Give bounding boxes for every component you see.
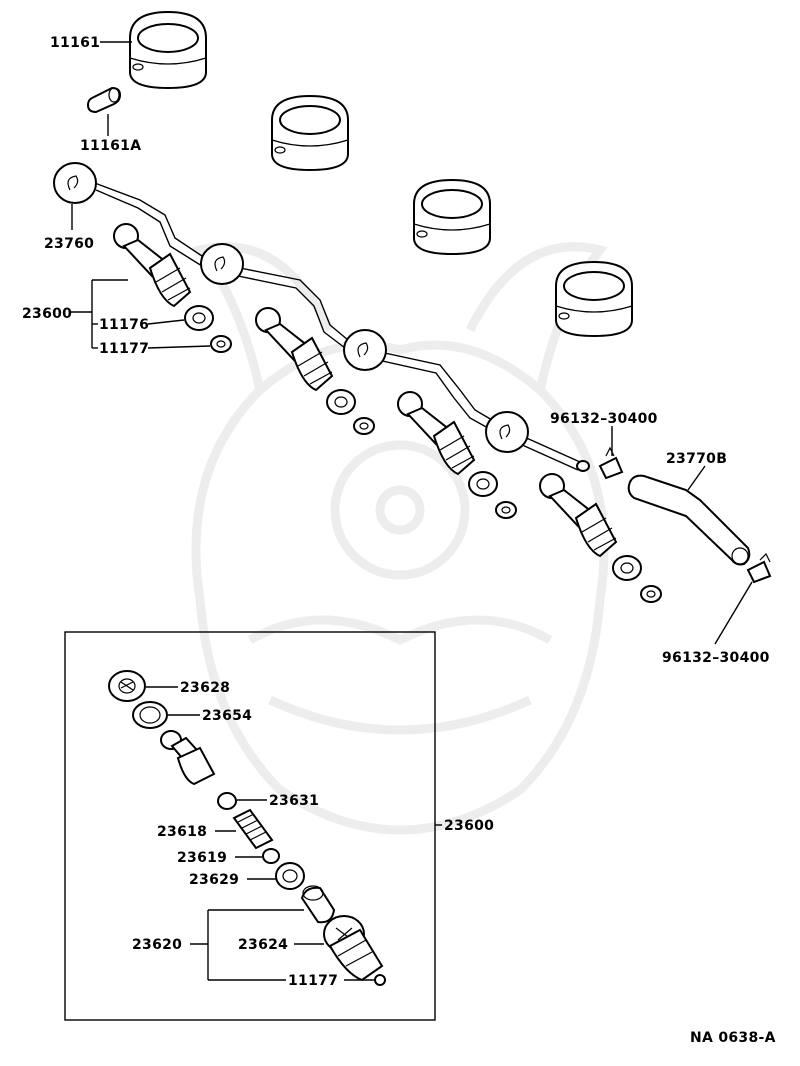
gasket-23654 <box>132 701 168 729</box>
label-23624: 23624 <box>238 937 288 953</box>
label-23760: 23760 <box>44 236 94 252</box>
nozzle-holder-cap-1 <box>129 10 207 90</box>
exploded-view-frame <box>64 631 436 1021</box>
leakage-hose <box>627 474 751 566</box>
nozzle-retaining-nut <box>323 915 384 982</box>
label-23600: 23600 <box>22 306 72 322</box>
label-11176: 11176 <box>99 317 149 333</box>
nozzle-holder-nut-23628 <box>108 670 146 702</box>
pressure-pin-23619 <box>262 848 280 864</box>
hose-clip-top <box>598 446 624 480</box>
part-labels: 11161 11161A 23760 23600 11176 11177 961… <box>22 35 770 989</box>
spring-seat-23631 <box>217 792 237 810</box>
label-96132-30400-bottom: 96132–30400 <box>662 650 770 666</box>
watermark-crest <box>191 242 609 835</box>
injection-nozzle-4 <box>539 473 618 558</box>
injection-nozzle-1 <box>113 223 192 308</box>
label-96132-30400-top: 96132–30400 <box>550 411 658 427</box>
label-23600-inset: 23600 <box>444 818 494 834</box>
figure-code: NA 0638-A <box>690 1030 776 1046</box>
pressure-spring-23618 <box>232 808 274 850</box>
label-23654: 23654 <box>202 708 252 724</box>
label-11161A: 11161A <box>80 138 141 154</box>
injection-nozzle-2 <box>255 307 334 392</box>
leakage-pipe <box>91 181 590 472</box>
spacer-23629 <box>275 862 305 890</box>
label-23629: 23629 <box>189 872 239 888</box>
nozzle-seat-gasket-4 <box>612 555 642 581</box>
nozzle-holder-cap-4 <box>555 260 633 338</box>
label-23770B: 23770B <box>666 451 727 467</box>
injection-nozzle-3 <box>397 391 476 476</box>
pipe-eye-3 <box>343 329 387 371</box>
nozzle-washer-1 <box>210 335 232 353</box>
label-11161: 11161 <box>50 35 100 51</box>
nozzle-seat-gasket-1 <box>184 305 214 331</box>
nozzle-washer-4 <box>640 585 662 603</box>
nozzle-seat-gasket-3 <box>468 471 498 497</box>
leader-lines-top <box>70 41 753 645</box>
label-23618: 23618 <box>157 824 207 840</box>
pin-part <box>86 86 122 114</box>
nozzle-holder-cap-3 <box>413 178 491 256</box>
leader-lines-inset <box>146 686 442 981</box>
label-23631: 23631 <box>269 793 319 809</box>
nozzle-23624 <box>300 885 336 924</box>
label-11177-inset: 11177 <box>288 973 338 989</box>
nozzle-washer-3 <box>495 501 517 519</box>
nozzle-holder-cap-2 <box>271 94 349 172</box>
nozzle-seat-gasket-2 <box>326 389 356 415</box>
washer-11177-inset <box>374 974 386 986</box>
label-11177: 11177 <box>99 341 149 357</box>
hose-clip-bottom <box>746 552 772 584</box>
label-23619: 23619 <box>177 850 227 866</box>
pipe-eye-4 <box>485 411 529 453</box>
nozzle-holder-body <box>160 730 216 786</box>
label-23620: 23620 <box>132 937 182 953</box>
pipe-eye-2 <box>200 243 244 285</box>
nozzle-washer-2 <box>353 417 375 435</box>
pipe-eye-1 <box>53 162 97 204</box>
label-23628: 23628 <box>180 680 230 696</box>
